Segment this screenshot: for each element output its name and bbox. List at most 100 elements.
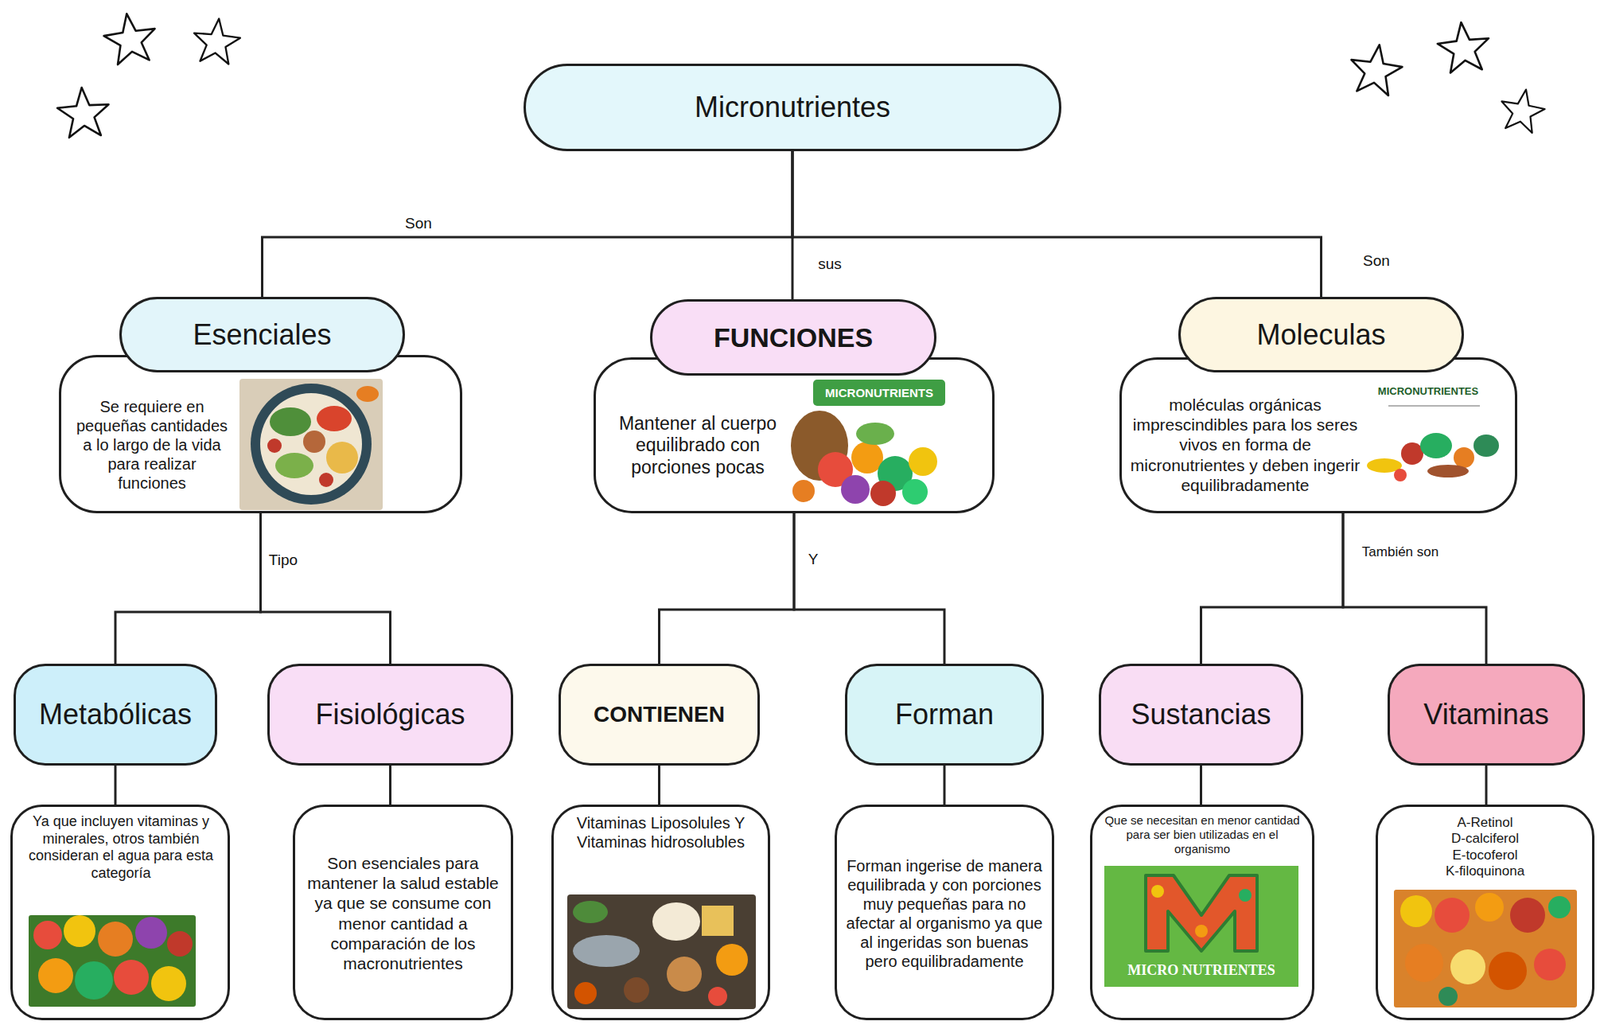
category-pill: Moleculas bbox=[1178, 296, 1464, 373]
pill-label: Sustancias bbox=[1130, 696, 1271, 732]
apple bbox=[1401, 442, 1424, 465]
lemon bbox=[908, 447, 938, 476]
plate bbox=[250, 383, 372, 505]
subcategory-pill: Forman bbox=[844, 663, 1044, 766]
description-box: A-RetinolD-calciferolE-tocoferolK-filoqu… bbox=[1375, 804, 1595, 1020]
berry bbox=[708, 986, 728, 1006]
cheese bbox=[701, 905, 734, 936]
edge-label: sus bbox=[815, 255, 845, 274]
text-area: Mantener al cuerpo equilibrado con porci… bbox=[611, 412, 784, 479]
connector-line bbox=[794, 513, 945, 664]
text-area: Se requiere en pequeñas cantidades a lo … bbox=[72, 397, 232, 493]
fruit bbox=[113, 959, 149, 995]
star bbox=[1497, 85, 1548, 135]
star bbox=[55, 85, 111, 139]
banner bbox=[813, 379, 946, 406]
carrot bbox=[356, 385, 379, 402]
leaf bbox=[1438, 986, 1458, 1006]
description-text: Se requiere en pequeñas cantidades a lo … bbox=[72, 397, 232, 493]
fruit bbox=[1510, 897, 1546, 933]
milk bbox=[652, 902, 701, 941]
description-text: Mantener al cuerpo equilibrado con porci… bbox=[611, 412, 784, 479]
fruit bbox=[151, 965, 187, 1001]
subcategory-pill: Sustancias bbox=[1098, 663, 1304, 766]
tomato-slice bbox=[267, 438, 282, 453]
pill-label: Fisiológicas bbox=[315, 696, 465, 732]
connector-line bbox=[1485, 765, 1488, 805]
connector-line bbox=[657, 765, 661, 805]
leaf bbox=[1548, 895, 1571, 919]
edge-label: Y bbox=[805, 550, 822, 569]
connector-line bbox=[260, 513, 391, 664]
description-box: Se requiere en pequeñas cantidades a lo … bbox=[58, 354, 463, 514]
connector-line bbox=[792, 151, 1322, 297]
description-text: Forman ingerise de manera equilibrada y … bbox=[843, 856, 1046, 971]
orange bbox=[1453, 447, 1475, 468]
description-text: moléculas orgánicas imprescindibles para… bbox=[1129, 394, 1361, 495]
text-area: Que se necesitan en menor cantidad para … bbox=[1097, 813, 1308, 857]
photo-ground bbox=[1393, 889, 1577, 1008]
connector-line bbox=[114, 765, 117, 805]
pill-label: Vitaminas bbox=[1423, 696, 1549, 732]
description-text: Vitaminas Liposolules Y Vitaminas hidros… bbox=[557, 813, 764, 852]
tomato bbox=[316, 405, 352, 432]
photo-ground bbox=[1104, 865, 1299, 987]
berry bbox=[1393, 468, 1407, 482]
pill-label: Metabólicas bbox=[38, 696, 192, 732]
fruit bbox=[97, 921, 133, 957]
photo-ground bbox=[28, 914, 196, 1007]
text-area: moléculas orgánicas imprescindibles para… bbox=[1129, 394, 1361, 495]
carrot bbox=[792, 479, 815, 503]
edge-label: Tipo bbox=[266, 551, 300, 570]
connector-line bbox=[262, 151, 794, 297]
tomato-slice bbox=[319, 472, 334, 487]
spinach bbox=[1473, 434, 1499, 457]
edge-label: También son bbox=[1359, 544, 1441, 561]
greens bbox=[269, 407, 312, 437]
photo-ground bbox=[239, 378, 383, 510]
photo-title: MICRONUTRIENTES bbox=[1378, 385, 1479, 398]
subcategory-pill: Fisiológicas bbox=[267, 663, 514, 766]
description-text: E-tocoferol bbox=[1384, 847, 1586, 864]
corn bbox=[326, 441, 359, 474]
nuts bbox=[666, 956, 702, 992]
fruit bbox=[1195, 924, 1208, 938]
description-text: K-filoquinona bbox=[1384, 863, 1586, 880]
pill-label: Moleculas bbox=[1256, 317, 1386, 352]
fruit bbox=[38, 957, 74, 993]
fruit bbox=[1434, 897, 1470, 933]
rule bbox=[1388, 404, 1480, 407]
description-text: Son esenciales para mantener la salud es… bbox=[303, 852, 503, 974]
topic-pill: Micronutrientes bbox=[523, 63, 1062, 152]
lettuce bbox=[275, 452, 314, 479]
letter-m-vegetables bbox=[1145, 875, 1258, 951]
banner-text: MICRONUTRIENTS bbox=[825, 385, 934, 401]
star bbox=[1346, 41, 1406, 98]
meat bbox=[303, 430, 326, 453]
text-area: Son esenciales para mantener la salud es… bbox=[303, 852, 503, 974]
description-box: Forman ingerise de manera equilibrada y … bbox=[834, 804, 1055, 1020]
fish bbox=[572, 934, 640, 967]
text-area: Ya que incluyen vitaminas y minerales, o… bbox=[15, 813, 226, 882]
photo-title: MICRO NUTRIENTES bbox=[1127, 961, 1276, 980]
subcategory-pill: Metabólicas bbox=[13, 663, 218, 766]
description-box: Mantener al cuerpo equilibrado con porci… bbox=[593, 357, 995, 514]
description-box: Ya que incluyen vitaminas y minerales, o… bbox=[10, 804, 230, 1020]
pill-label: Forman bbox=[895, 696, 994, 732]
flower bbox=[1400, 895, 1433, 927]
greens bbox=[572, 900, 608, 923]
meat bbox=[1427, 464, 1469, 478]
category-pill: Esenciales bbox=[119, 296, 405, 373]
broccoli bbox=[1420, 432, 1453, 459]
text-area: Forman ingerise de manera equilibrada y … bbox=[843, 856, 1046, 971]
fruit bbox=[1238, 888, 1252, 902]
text-area: Vitaminas Liposolules Y Vitaminas hidros… bbox=[557, 813, 764, 852]
beans bbox=[623, 977, 650, 1003]
description-box: moléculas orgánicas imprescindibles para… bbox=[1119, 357, 1518, 514]
pepper bbox=[870, 480, 896, 507]
description-box: Que se necesitan en menor cantidad para … bbox=[1090, 804, 1315, 1020]
connector-line bbox=[943, 765, 946, 805]
description-box: Son esenciales para mantener la salud es… bbox=[292, 804, 514, 1020]
eggplant bbox=[840, 474, 870, 504]
